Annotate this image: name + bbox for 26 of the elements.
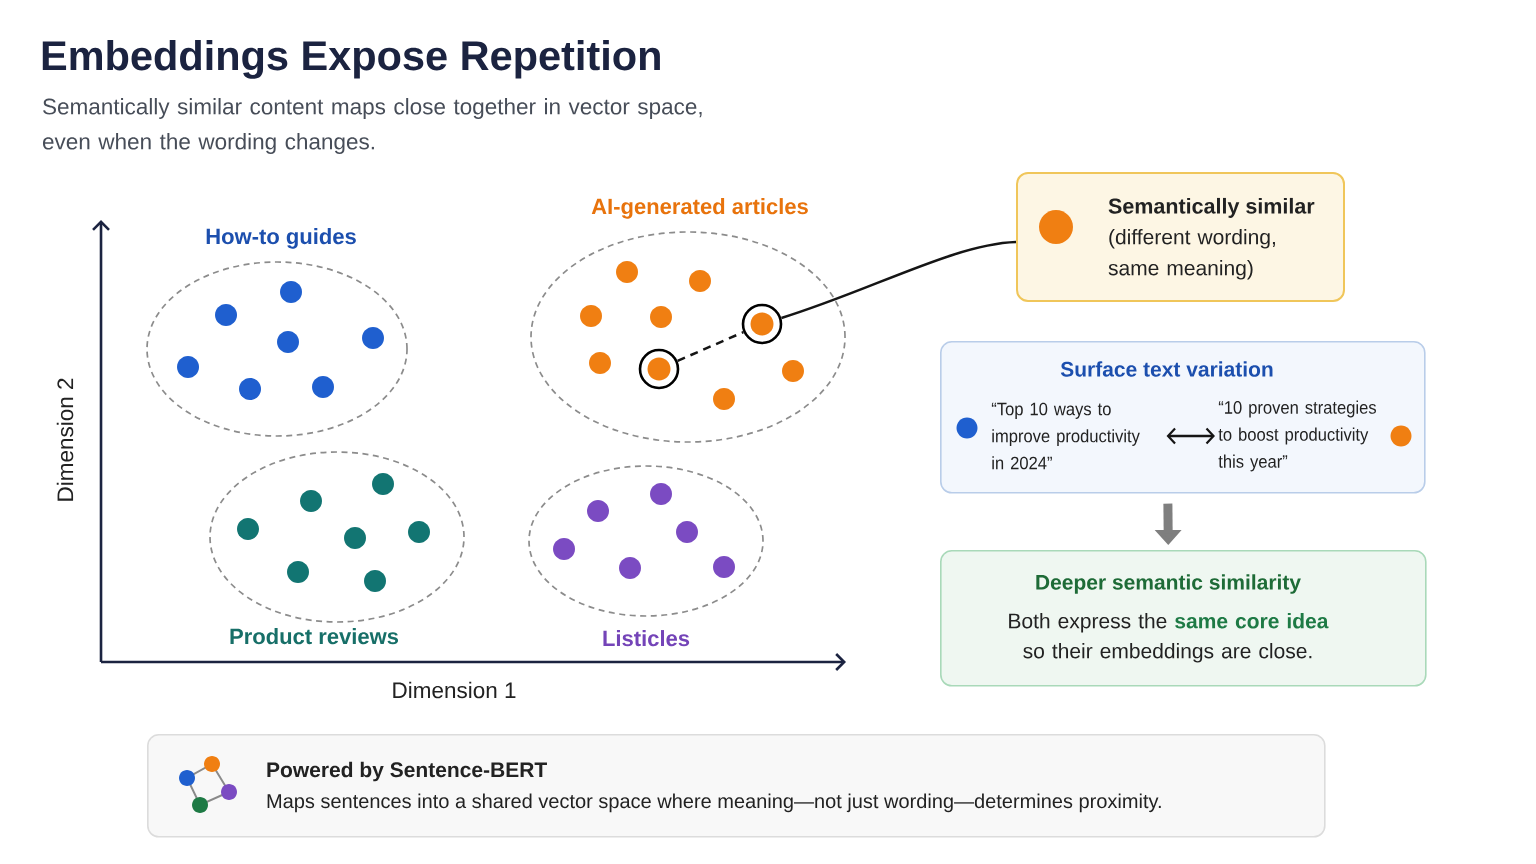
cluster-label: Listicles [603, 630, 690, 647]
panel-heading: Surface text variation [1060, 361, 1273, 377]
callout-box [1016, 172, 1345, 302]
subtitle: Semantically similar content maps close together in vector space, even when the wording changes. [42, 98, 702, 154]
panel-text: Both express the same core idea so their embeddings are close. [1009, 613, 1329, 663]
cluster-label: Product reviews [230, 628, 399, 645]
quote-text: “Top 10 ways to improve productivity in 2024” [991, 402, 1140, 470]
quote-text: “10 proven strategies to boost productivity this year” [1218, 400, 1376, 472]
box-text: Maps sentences into a shared vector space where meaning—not just wording—determines proximity. [267, 793, 1161, 813]
panel-heading: Deeper semantic similarity [1036, 574, 1301, 594]
title: Embeddings Expose Repetition [42, 39, 660, 79]
dashed-line [677, 330, 744, 362]
highlighted-point [741, 303, 783, 345]
connector-line [781, 240, 1017, 320]
axis-label: Dimension 1 [393, 681, 516, 699]
highlighted-point [638, 348, 680, 390]
info-box [147, 734, 1326, 838]
box-text: (different wording, same meaning) [1108, 229, 1275, 280]
axis-label: Dimension 2 [56, 378, 74, 501]
box-heading: Semantically similar [1108, 197, 1315, 218]
cluster-label: How-to guides [206, 228, 356, 249]
box-heading: Powered by Sentence-BERT [267, 761, 547, 782]
double-arrow [1166, 427, 1215, 445]
panel [940, 341, 1426, 494]
cluster-label: AI-generated articles [591, 198, 808, 219]
panel [940, 550, 1427, 687]
